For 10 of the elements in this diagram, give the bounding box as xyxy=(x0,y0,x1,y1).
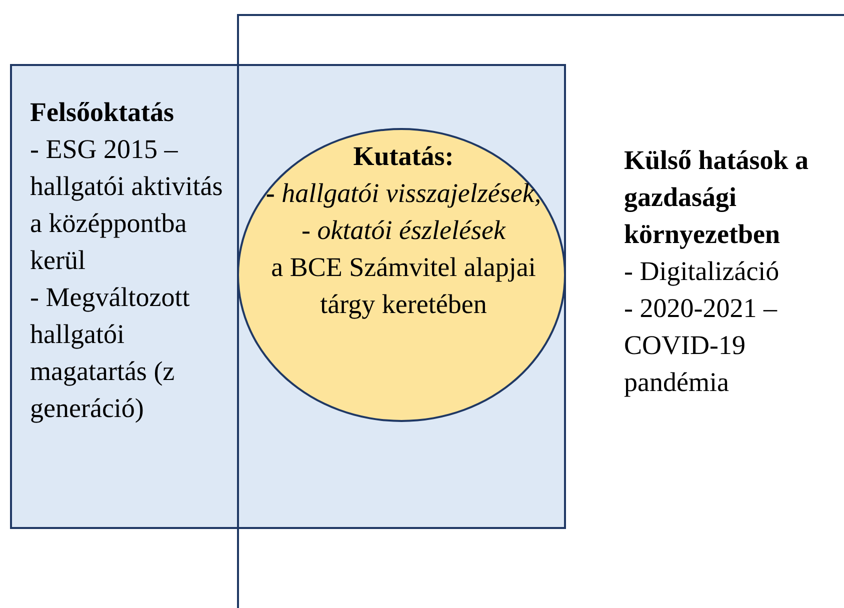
bullet-text: - Digitalizáció xyxy=(624,255,780,288)
bullet-text: - ESG 2015 – hallgatói aktivitás a középpontba kerül xyxy=(30,133,224,277)
bullet-text: a BCE Számvitel alapjai tárgy keretében xyxy=(270,251,537,321)
bullet-text: - hallgatói visszajelzések, xyxy=(264,177,542,210)
bullet-text: - oktatói észlelések xyxy=(300,214,507,247)
heading-text: Felsőoktatás xyxy=(30,96,175,129)
heading-text: Külső hatások a gazdasági környezetben xyxy=(624,144,810,251)
heading-text: Kutatás: xyxy=(352,140,455,173)
bullet-text: - 2020-2021 – COVID-19 pandémia xyxy=(624,292,778,399)
bullet-text: - Megváltozott hallgatói magatartás (z generáció) xyxy=(30,281,191,425)
